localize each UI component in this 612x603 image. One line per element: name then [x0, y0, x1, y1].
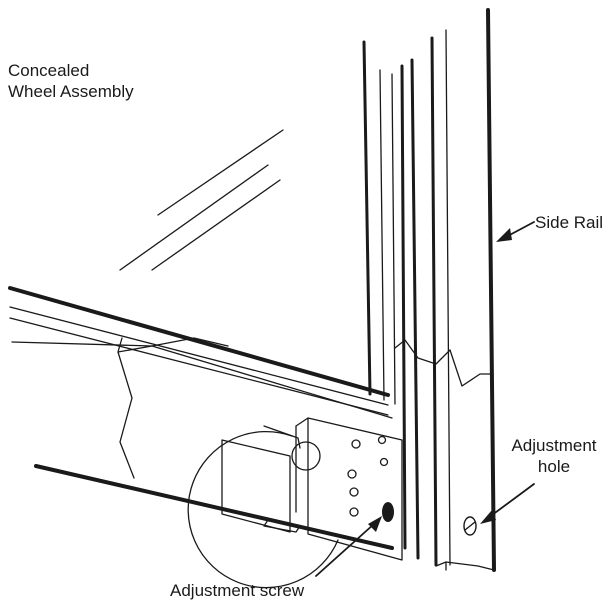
leader-side-rail — [496, 221, 535, 242]
title-line-2: Wheel Assembly — [8, 82, 134, 101]
adjustment-hole-label: Adjustment hole — [498, 435, 610, 477]
leader-adjustment-hole — [480, 483, 535, 524]
side-rail-label: Side Rail — [535, 213, 604, 232]
adjustment-hole-icon — [463, 516, 477, 536]
diagram-title: Concealed Wheel Assembly — [8, 60, 134, 102]
side-rail — [362, 8, 496, 572]
glass-reflection-lines — [119, 129, 284, 271]
adjustment-hole-line-2: hole — [537, 457, 571, 476]
leader-adjustment-screw — [315, 516, 382, 577]
bottom-rail — [8, 286, 394, 550]
wheel-assembly — [187, 417, 403, 589]
adjustment-hole-line-1: Adjustment — [511, 436, 597, 455]
adjustment-screw-label: Adjustment screw — [170, 581, 305, 600]
title-line-1: Concealed — [8, 61, 90, 80]
adjustment-screw-icon — [382, 502, 394, 522]
